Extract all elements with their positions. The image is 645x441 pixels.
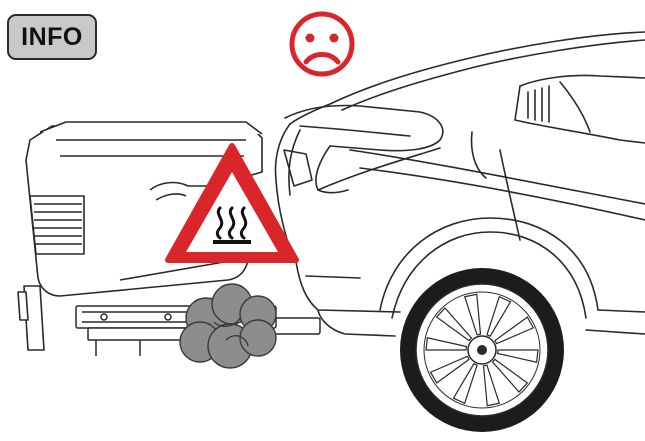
sad-face-icon xyxy=(292,14,352,74)
exhaust-smoke xyxy=(180,284,276,368)
car-wheel xyxy=(400,268,564,432)
